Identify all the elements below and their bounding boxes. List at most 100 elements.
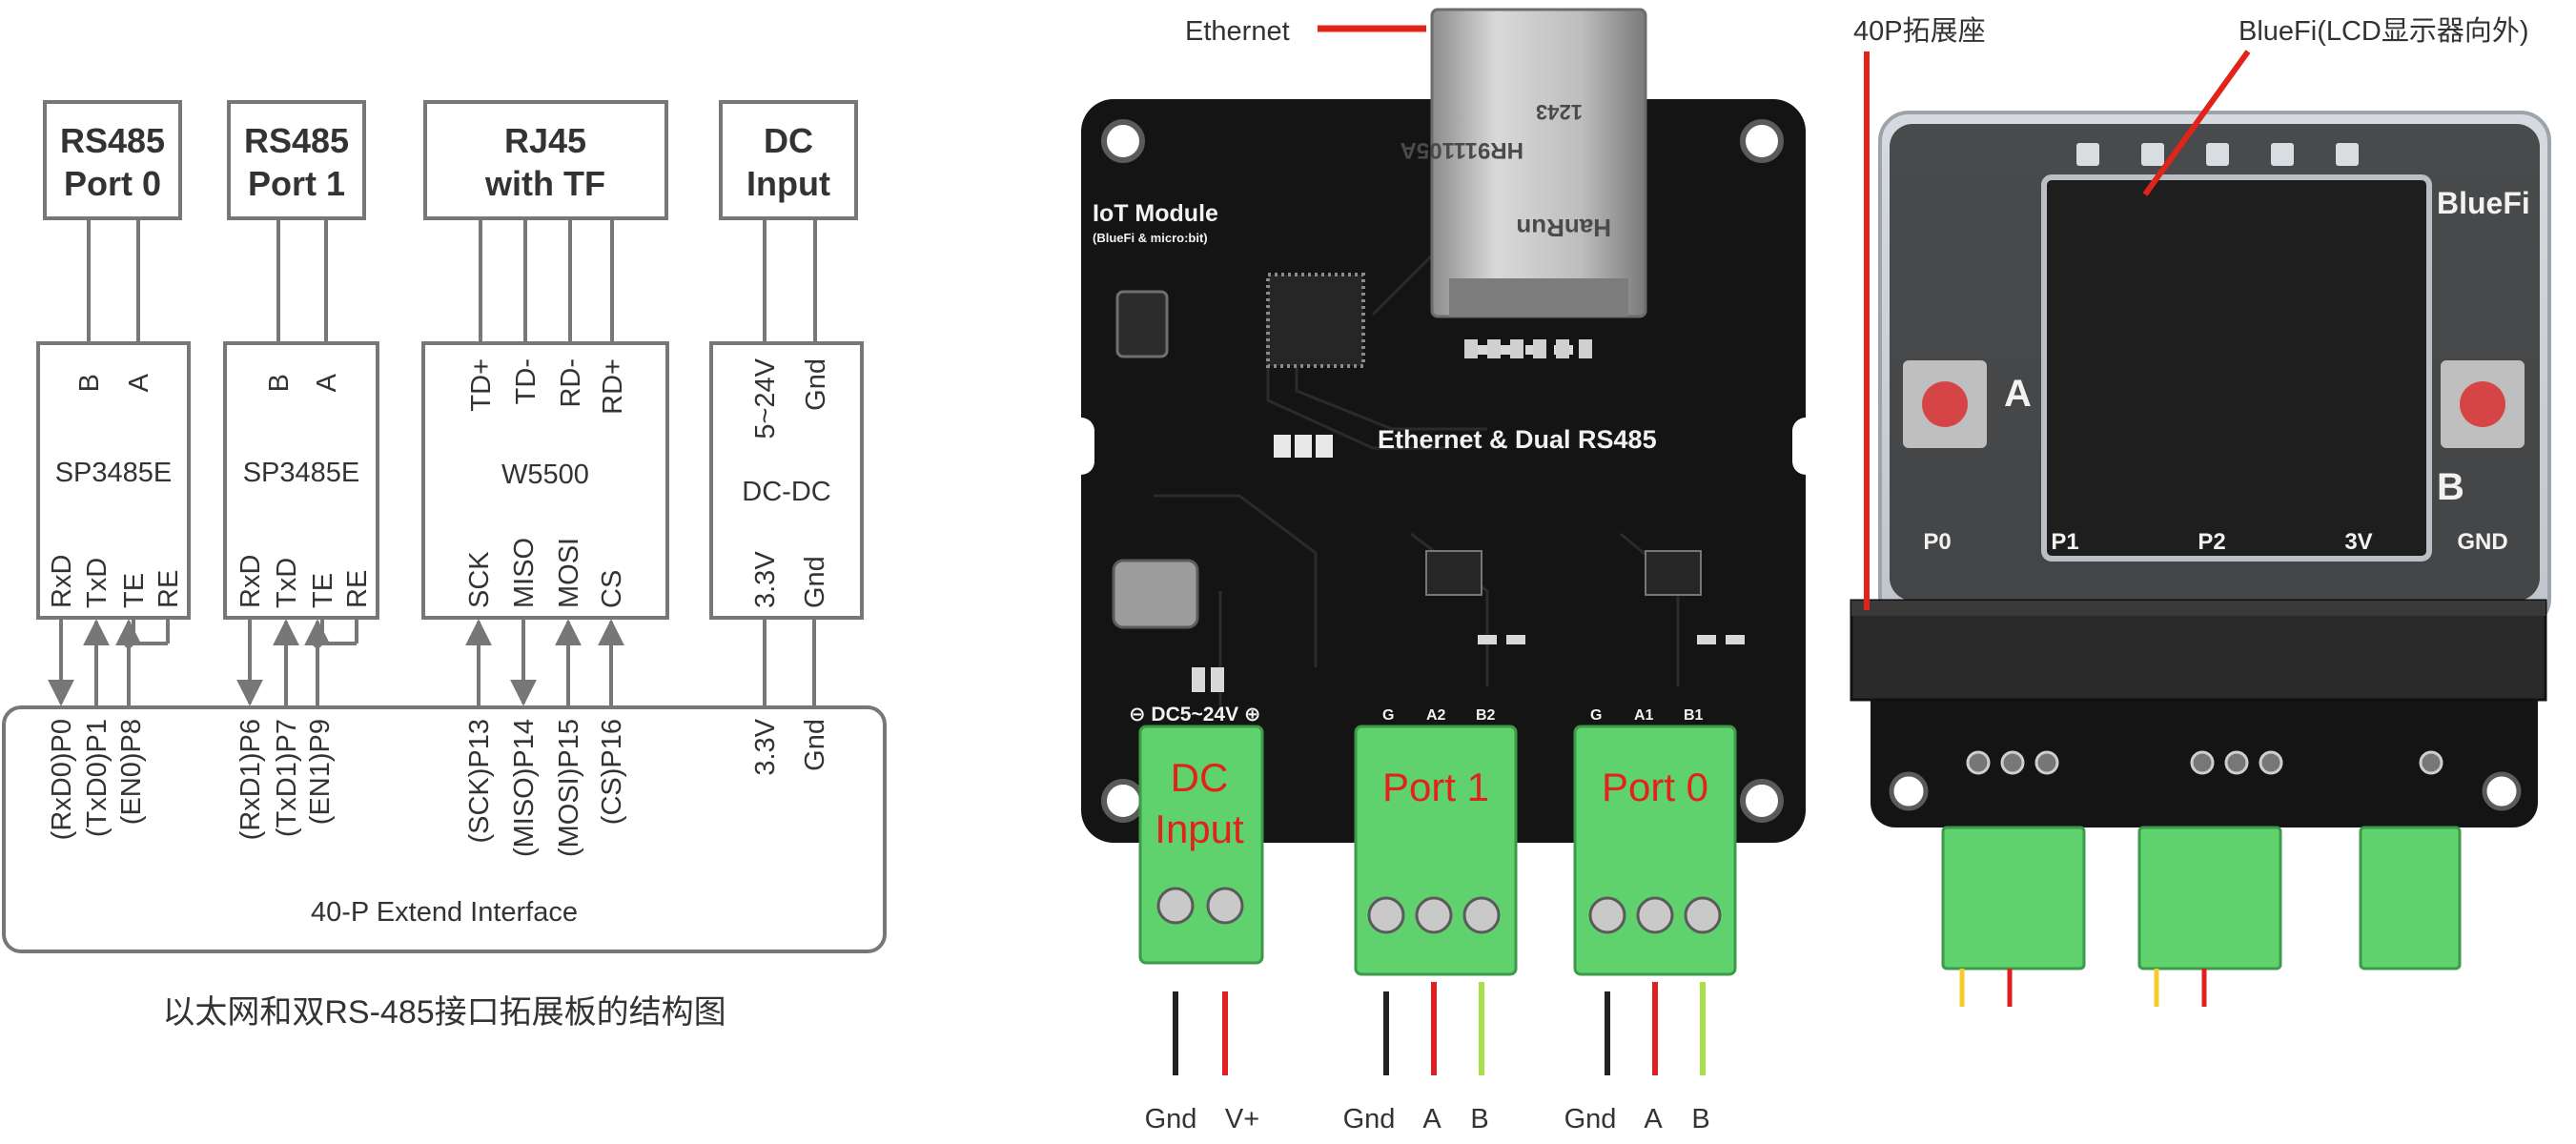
port1-pin-a2: A2 bbox=[1426, 707, 1446, 724]
pin-dc-gnd-in: Gnd bbox=[801, 358, 831, 411]
ext-pin-p0: (RxD0)P0 bbox=[47, 719, 77, 840]
diagram-caption: 以太网和双RS-485接口拓展板的结构图 bbox=[162, 994, 726, 1031]
pin-sp0-a: A bbox=[124, 373, 154, 392]
pad-3v: 3V bbox=[2344, 529, 2372, 555]
mount-hole-tl bbox=[1104, 122, 1142, 160]
mount-hole-bl bbox=[1104, 782, 1142, 820]
bluefi-terminal-3 bbox=[2361, 827, 2460, 969]
chip-name-sp3485e-1: SP3485E bbox=[243, 458, 360, 488]
wire-label-gnd-port1: Gnd bbox=[1343, 1104, 1396, 1134]
ext-pin-gnd: Gnd bbox=[800, 719, 830, 771]
ext-pin-p16: (CS)P16 bbox=[597, 719, 627, 825]
led-2 bbox=[1295, 435, 1312, 458]
terminal-port1 bbox=[1356, 726, 1516, 974]
edge-notch-right bbox=[1792, 418, 1819, 475]
terminal-port1-label: Port 1 bbox=[1382, 765, 1489, 809]
module-label-rj45-l1: RJ45 bbox=[504, 121, 586, 160]
terminal-port0 bbox=[1575, 726, 1735, 974]
ext-pin-p14: (MISO)P14 bbox=[509, 719, 540, 857]
button-b-label: B bbox=[2437, 466, 2464, 508]
button-b[interactable] bbox=[2460, 381, 2505, 427]
pin-sp1-b: B bbox=[264, 374, 295, 392]
board-subtitle: Ethernet & Dual RS485 bbox=[1378, 425, 1657, 454]
pin-w-rdp: RD+ bbox=[598, 358, 628, 415]
extend-interface-label: 40-P Extend Interface bbox=[311, 897, 578, 928]
module-label-rj45-l2: with TF bbox=[484, 164, 605, 203]
pin-sp0-re: RE bbox=[153, 570, 184, 608]
dc-silk-label: ⊖ DC5~24V ⊕ bbox=[1129, 704, 1261, 725]
pin-w-cs: CS bbox=[597, 570, 627, 608]
chip-name-w5500: W5500 bbox=[501, 460, 589, 490]
ext-pin-p9: (EN1)P9 bbox=[305, 719, 336, 825]
module-label-rs485-port0-l1: RS485 bbox=[60, 121, 165, 160]
module-label-dc-l1: DC bbox=[764, 121, 813, 160]
pin-sp1-txd: TxD bbox=[272, 558, 302, 608]
w5500-chip bbox=[1268, 275, 1363, 366]
button-a-label: A bbox=[2004, 373, 2032, 415]
wire-label-gnd-dc: Gnd bbox=[1145, 1104, 1197, 1134]
wire-label-vplus: V+ bbox=[1225, 1104, 1259, 1134]
rj45-model: HR911105A bbox=[1400, 137, 1523, 163]
wire-label-b-port0: B bbox=[1691, 1104, 1709, 1134]
pin-sp0-rxd: RxD bbox=[47, 555, 77, 608]
terminal-dc-label-l2: Input bbox=[1155, 807, 1244, 851]
pad-p1: P1 bbox=[2051, 529, 2078, 555]
port0-pin-b1: B1 bbox=[1684, 707, 1704, 724]
edge-notch-left bbox=[1068, 418, 1094, 475]
port0-pin-g: G bbox=[1590, 707, 1602, 724]
board-photo: IoT Module (BlueFi & micro:bit) Ethernet… bbox=[1068, 10, 1819, 1134]
wire-label-gnd-port0: Gnd bbox=[1564, 1104, 1617, 1134]
ext-pin-p1: (TxD0)P1 bbox=[82, 719, 112, 837]
mount-hole-br bbox=[1743, 782, 1781, 820]
ext-pin-p15: (MOSI)P15 bbox=[554, 719, 584, 857]
rj45-jack-base bbox=[1449, 278, 1628, 317]
port1-pin-g: G bbox=[1382, 707, 1394, 724]
ext-pin-p7: (TxD1)P7 bbox=[272, 719, 302, 837]
module-label-rs485-port1-l1: RS485 bbox=[244, 121, 349, 160]
pin-sp1-re: RE bbox=[342, 570, 373, 608]
module-label-rs485-port0-l2: Port 0 bbox=[64, 164, 161, 203]
pin-sp1-a: A bbox=[312, 373, 342, 392]
port0-pin-a1: A1 bbox=[1634, 707, 1654, 724]
port1-pin-b2: B2 bbox=[1476, 707, 1496, 724]
bluefi-photo: A B BlueFi P0 P1 P2 3V GND 40P拓展座 BlueFi… bbox=[1851, 15, 2549, 1007]
pin-w-tdp: TD+ bbox=[466, 358, 497, 412]
led-3 bbox=[1316, 435, 1333, 458]
base-hole-right bbox=[2484, 774, 2519, 808]
pin-dc-gnd-out: Gnd bbox=[800, 556, 830, 608]
ext-pin-3v3: 3.3V bbox=[750, 718, 781, 775]
callout-socket: 40P拓展座 bbox=[1853, 15, 1986, 47]
mount-hole-tr bbox=[1743, 122, 1781, 160]
pin-sp1-te: TE bbox=[308, 573, 338, 608]
pad-p2: P2 bbox=[2198, 529, 2225, 555]
base-hole-left bbox=[1891, 774, 1926, 808]
rj45-brand: HanRun bbox=[1516, 214, 1611, 242]
crystal bbox=[1117, 292, 1167, 357]
led-1 bbox=[1274, 435, 1291, 458]
pin-sp0-txd: TxD bbox=[82, 558, 112, 608]
board-title-sub: (BlueFi & micro:bit) bbox=[1093, 231, 1208, 245]
bluefi-brand: BlueFi bbox=[2437, 186, 2530, 220]
wire-label-a-port1: A bbox=[1422, 1104, 1441, 1134]
chip-name-sp3485e-0: SP3485E bbox=[55, 458, 173, 488]
pin-sp1-rxd: RxD bbox=[235, 555, 266, 608]
rj45-code: 1243 bbox=[1536, 100, 1583, 124]
terminal-port0-label: Port 0 bbox=[1602, 765, 1708, 809]
sp3485e-chip-port0 bbox=[1646, 551, 1701, 595]
pin-w-tdm: TD- bbox=[511, 358, 542, 404]
wire-label-b-port1: B bbox=[1470, 1104, 1488, 1134]
module-label-dc-l2: Input bbox=[746, 164, 830, 203]
bluefi-terminal-1 bbox=[1943, 827, 2084, 969]
board-title: IoT Module bbox=[1093, 200, 1218, 227]
callout-bluefi: BlueFi(LCD显示器向外) bbox=[2239, 15, 2529, 47]
lcd-screen bbox=[2044, 177, 2429, 559]
chip-name-dcdc: DC-DC bbox=[742, 477, 830, 507]
pin-sp0-te: TE bbox=[119, 573, 150, 608]
callout-ethernet: Ethernet bbox=[1185, 16, 1290, 47]
pad-p0: P0 bbox=[1923, 529, 1951, 555]
sp3485e-chip-port1 bbox=[1426, 551, 1482, 595]
module-label-rs485-port1-l2: Port 1 bbox=[248, 164, 345, 203]
button-a[interactable] bbox=[1922, 381, 1968, 427]
